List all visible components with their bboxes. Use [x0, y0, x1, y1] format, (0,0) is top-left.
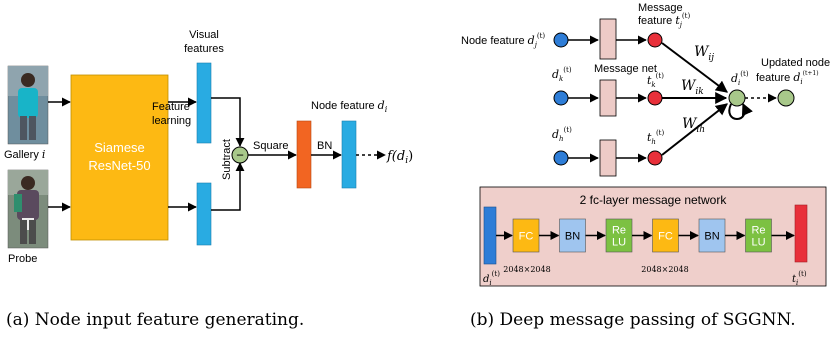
message-h: [647, 150, 663, 166]
mn-layer-label-4-0: BN: [704, 231, 719, 243]
message-net-j: [599, 18, 617, 60]
mn-input-label: di(t): [483, 270, 500, 287]
gallery-photo: [7, 65, 49, 145]
mn-layer-relu-5: [745, 218, 772, 253]
node-feature-label: Node feature di: [311, 99, 388, 114]
caption-b: (b) Deep message passing of SGGNN.: [470, 310, 796, 330]
message-feature-line2: feature tj(t): [638, 12, 690, 29]
updated-line1: Updated node: [761, 57, 830, 69]
updated-line2: feature di(t+1): [756, 70, 819, 86]
center-node: [728, 89, 746, 107]
message-feature-line1: Message: [638, 2, 683, 14]
node-k-label: dk(t): [552, 66, 572, 83]
center-self-loop: [728, 102, 753, 120]
mn-output-label: ti(t): [792, 270, 807, 287]
mn-layer-label-2-0: Re: [612, 225, 626, 237]
caption-a: (a) Node input feature generating.: [6, 310, 304, 330]
output-label: f(di): [386, 149, 413, 166]
mn-layer-fc-0: [512, 218, 540, 253]
message-net-k: [599, 79, 617, 117]
node-j: [553, 32, 569, 48]
msg-k-label: tk(t): [647, 72, 664, 89]
bn-label: BN: [317, 140, 332, 152]
message-j: [647, 32, 663, 48]
mn-dim-label-2: 2048×2048: [641, 265, 688, 274]
mn-layer-label-0-0: FC: [519, 231, 534, 243]
square-label: Square: [253, 140, 288, 152]
mn-dim-label-1: 2048×2048: [503, 265, 550, 274]
message-k: [647, 90, 663, 106]
edge-ij: [661, 42, 728, 93]
mn-layer-bn-1: [559, 218, 586, 253]
gallery-label: Gallery i: [4, 148, 45, 161]
feature-learning-line2: learning: [152, 115, 191, 127]
backbone-line2: ResNet-50: [88, 158, 150, 173]
mn-layer-label-2-1: LU: [612, 237, 626, 249]
bottom-to-subtract-arrow: [211, 162, 245, 211]
mn-layer-bn-4: [698, 218, 726, 253]
feature-learning-line1: Feature: [152, 101, 190, 113]
top-visual-feature-bar: [196, 62, 212, 144]
panel-b: Node feature dj(t) Message feature tj(t)…: [461, 2, 830, 330]
node-h: [553, 150, 569, 166]
edge-ih: [661, 103, 728, 156]
node-h-label: dh(t): [552, 126, 572, 143]
panel-a: Gallery i Probe Siamese ResNet-50 Visual…: [4, 29, 413, 330]
square-bar: [296, 120, 312, 189]
message-net-label: Message net: [594, 63, 657, 75]
node-feature-bar: [341, 120, 357, 189]
visual-features-line1: Visual: [189, 29, 219, 41]
top-to-subtract-arrow: [211, 97, 245, 147]
bottom-visual-feature-bar: [196, 182, 212, 246]
mn-output-bar: [794, 204, 808, 263]
message-net-h: [599, 139, 617, 177]
mn-layer-label-1-0: BN: [565, 231, 580, 243]
subtract-label: Subtract: [221, 139, 233, 180]
message-network-title: 2 fc-layer message network: [580, 193, 728, 207]
msg-h-label: th(t): [647, 129, 664, 146]
backbone-line1: Siamese: [94, 140, 145, 155]
mn-input-bar: [483, 206, 497, 265]
w-ih-label: Wih: [682, 116, 705, 135]
mn-layer-label-5-1: LU: [751, 237, 765, 249]
w-ik-label: Wik: [681, 78, 704, 97]
mn-layer-label-3-0: FC: [658, 231, 673, 243]
probe-photo: [7, 169, 49, 249]
w-ij-label: Wij: [694, 44, 714, 63]
siamese-resnet-box: [70, 74, 169, 241]
mn-layer-fc-3: [652, 218, 679, 253]
visual-features-line2: features: [184, 43, 224, 55]
mn-layer-label-5-0: Re: [751, 225, 765, 237]
center-label: di(t): [731, 70, 749, 87]
subtract-symbol: −: [236, 148, 244, 163]
node-j-label: Node feature dj(t): [461, 32, 545, 49]
node-k: [553, 90, 569, 106]
updated-node: [777, 89, 795, 107]
probe-label: Probe: [8, 253, 37, 265]
